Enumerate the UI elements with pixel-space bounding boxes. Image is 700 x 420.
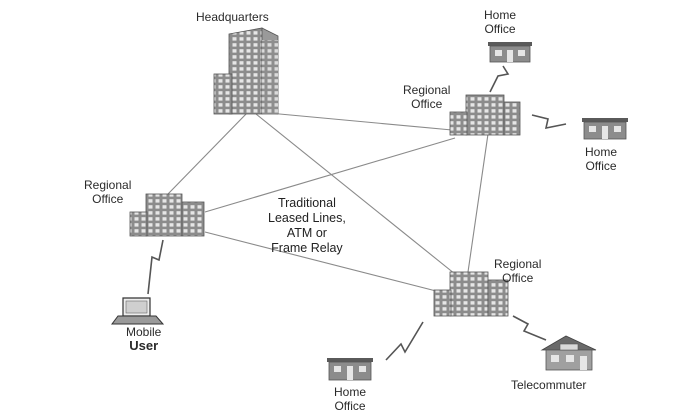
home-office-right-node: [582, 118, 628, 140]
label-line: ATM or: [286, 226, 327, 240]
telecommuter-label: Telecommuter: [511, 378, 587, 392]
wireless-link-home-right: [531, 114, 567, 130]
house-icon: [582, 118, 628, 140]
house-icon: [488, 42, 532, 63]
house-icon: [540, 335, 597, 371]
regional-office-top-right-node: [449, 94, 521, 136]
regional-office-bottom-node: [433, 271, 509, 317]
headquarters-node: [213, 27, 279, 115]
link-hq-regional-bottom: [255, 113, 461, 279]
wireless-links: [147, 65, 567, 361]
home-office-right-label: Home Office: [585, 145, 617, 173]
label-line: Office: [334, 399, 366, 413]
wireless-link-telecommuter: [512, 315, 547, 341]
label-line: Home: [334, 385, 367, 399]
home-office-top-label: Home Office: [484, 8, 516, 36]
home-office-top-node: [488, 42, 532, 63]
regional-office-bottom-label: Regional Office: [494, 257, 541, 285]
wan-links: [167, 111, 489, 293]
label-line: Regional: [403, 83, 451, 97]
label-line: Mobile: [126, 325, 162, 339]
headquarters-label: Headquarters: [196, 10, 269, 24]
label-line: Regional: [84, 178, 132, 192]
link-hq-regional-top-right: [257, 111, 453, 131]
wireless-link-home-top: [489, 65, 510, 93]
link-regional-left-regional-top-right: [204, 137, 456, 213]
laptop-icon: [111, 297, 165, 325]
label-line: Office: [502, 271, 534, 285]
label-line: Leased Lines,: [268, 211, 346, 225]
label-line: Regional: [494, 257, 542, 271]
mobile-user-label: Mobile User: [126, 325, 161, 353]
link-type-label: Traditional Leased Lines, ATM or Frame R…: [268, 196, 346, 256]
label-line: Office: [411, 97, 443, 111]
wireless-link-mobile: [147, 239, 164, 295]
label-line: Office: [484, 22, 516, 36]
telecommuter-node: [540, 335, 597, 371]
link-regional-top-right-regional-bottom: [467, 133, 489, 273]
link-hq-regional-left: [167, 111, 249, 195]
house-icon: [327, 358, 373, 381]
label-line: Traditional: [277, 196, 336, 210]
regional-office-left-label: Regional Office: [84, 178, 131, 206]
office-building-icon: [129, 193, 205, 237]
mobile-user-node: [111, 297, 165, 325]
office-tower-icon: [213, 27, 279, 115]
regional-office-top-right-label: Regional Office: [403, 83, 450, 111]
office-building-icon: [433, 271, 509, 317]
label-line: Office: [92, 192, 124, 206]
link-regional-left-regional-bottom: [204, 231, 441, 293]
label-line: Frame Relay: [271, 241, 343, 255]
home-office-bottom-node: [327, 358, 373, 381]
home-office-bottom-label: Home Office: [334, 385, 366, 413]
label-line: Office: [585, 159, 617, 173]
wireless-link-home-bottom: [385, 321, 424, 361]
label-line: User: [129, 338, 159, 353]
label-line: Home: [585, 145, 618, 159]
label-line: Home: [484, 8, 517, 22]
office-building-icon: [449, 94, 521, 136]
regional-office-left-node: [129, 193, 205, 237]
